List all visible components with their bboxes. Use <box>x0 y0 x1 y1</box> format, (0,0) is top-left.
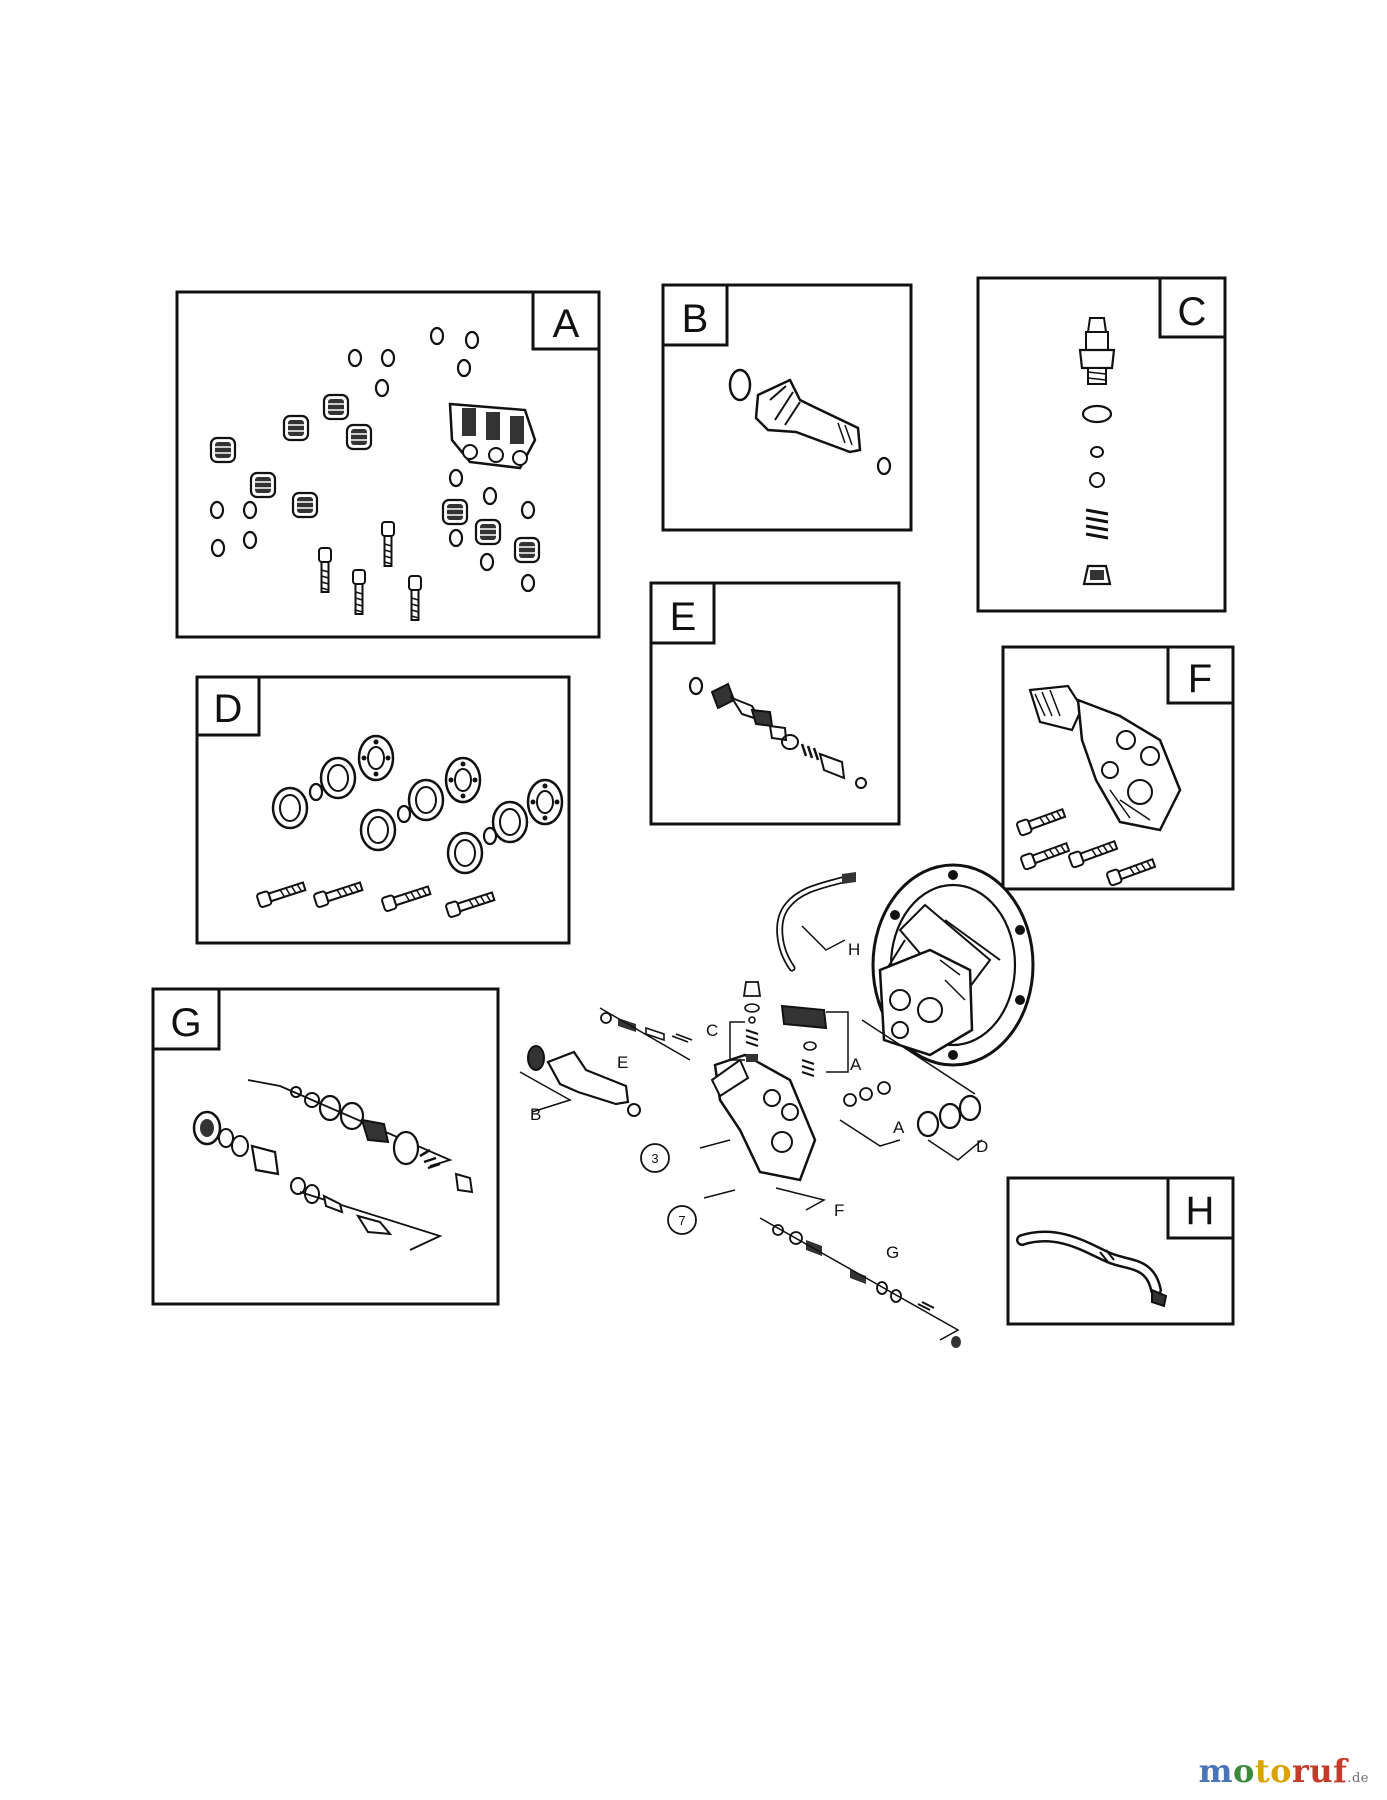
kit-a-label: A <box>553 302 580 346</box>
manifold-small <box>780 1004 828 1077</box>
kit-c-label: C <box>1178 290 1207 334</box>
ref-number-7: 7 <box>678 1213 685 1228</box>
pressure-valve-small <box>600 1012 693 1043</box>
kit-g-label: G <box>170 1001 201 1045</box>
kit-b-panel: B <box>661 283 913 532</box>
kit-d-label: D <box>214 687 243 731</box>
kit-f-label: F <box>1188 657 1212 701</box>
hose-small <box>776 872 856 972</box>
kit-b-label: B <box>682 297 709 341</box>
watermark-logo: motoruf.de <box>1198 1752 1369 1790</box>
callout-f: F <box>834 1201 844 1220</box>
callout-a-lower: A <box>893 1118 905 1137</box>
kit-f-panel: F <box>1001 645 1235 891</box>
kit-h-panel: H <box>1006 1176 1235 1326</box>
kit-e-pressure-valve <box>688 676 867 789</box>
inlet-fitting <box>527 1045 641 1117</box>
kit-c-unloader <box>1078 317 1116 586</box>
unloader-stack <box>742 981 762 1062</box>
seals-small <box>843 1081 982 1138</box>
pump-head <box>710 1053 817 1182</box>
callout-h: H <box>848 940 860 959</box>
kit-b-inlet-fitting <box>728 368 892 476</box>
kit-h-hose <box>1016 1230 1168 1308</box>
callout-a-upper: A <box>850 1055 862 1074</box>
ref-number-3: 3 <box>651 1151 658 1166</box>
ref-marker-3: 3 <box>640 1143 670 1173</box>
kit-h-label: H <box>1186 1189 1215 1233</box>
main-assembly: H C E A B A D F G 3 7 <box>519 863 1035 1348</box>
crankcase-housing <box>878 948 974 1057</box>
kit-e-panel: E <box>649 581 901 826</box>
kit-f-pump-head <box>1028 684 1182 832</box>
kit-a-manifold <box>448 402 537 470</box>
kit-g-panel: G <box>151 987 500 1306</box>
kit-g-parts <box>192 1079 474 1251</box>
callout-c: C <box>706 1021 718 1040</box>
leader-lines <box>519 925 983 1341</box>
valve-parts-small <box>772 1224 961 1348</box>
callout-g: G <box>886 1243 899 1262</box>
kit-d-panel: D <box>195 675 571 945</box>
ref-marker-7: 7 <box>667 1205 697 1235</box>
callout-b: B <box>530 1105 541 1124</box>
callout-e: E <box>617 1053 628 1072</box>
callout-d: D <box>976 1137 988 1156</box>
kit-a-panel: A <box>175 290 601 639</box>
kit-c-panel: C <box>976 276 1227 613</box>
kit-e-label: E <box>670 595 697 639</box>
